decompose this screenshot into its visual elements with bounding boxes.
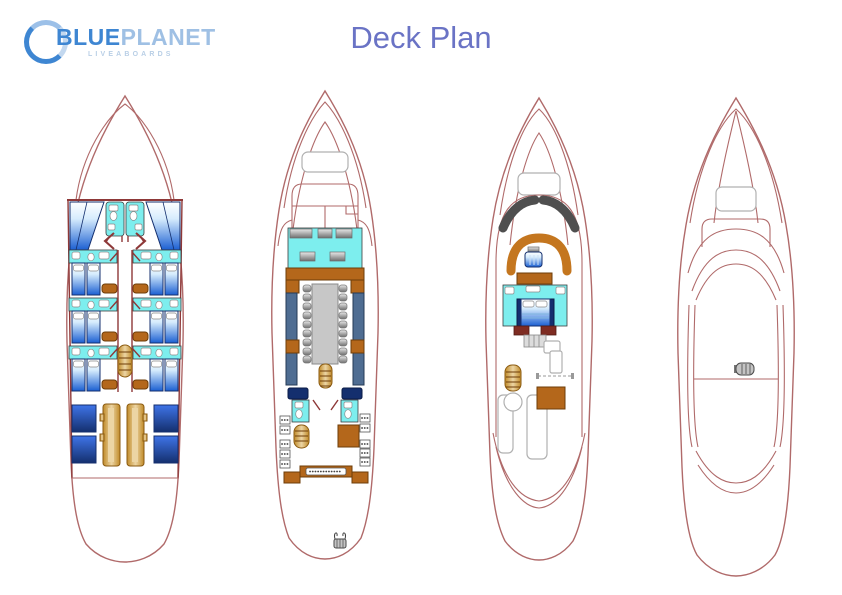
- bow-inner-lines: [283, 101, 367, 239]
- bridge-aft-deck: [497, 364, 574, 460]
- windshield-left: [498, 195, 540, 233]
- logo-tagline: LIVEABOARDS: [88, 51, 174, 58]
- lower-deck-plan: [66, 94, 184, 563]
- dining-saloon: [285, 279, 365, 389]
- galley-counter: [285, 267, 365, 281]
- galley: [285, 227, 365, 281]
- staircase-icon: [117, 344, 133, 378]
- bow-hatch: [715, 186, 757, 212]
- dive-bench: [283, 465, 369, 484]
- bow-hatch: [301, 151, 349, 173]
- logo-ring-icon: [24, 20, 68, 64]
- captain-chair: [524, 246, 543, 268]
- superstructure-outline: [495, 194, 583, 437]
- engine-icon: [99, 403, 121, 467]
- hull-outline: [485, 96, 593, 561]
- wheelhouse-cabin: [502, 284, 568, 348]
- bow-inner-lines: [689, 108, 783, 224]
- page-title: Deck Plan: [350, 20, 492, 55]
- logo: BLUEPLANET LIVEABOARDS: [24, 14, 216, 70]
- dining-table: [311, 283, 339, 365]
- stairwell-icon: [734, 362, 755, 376]
- sunpad: [536, 386, 566, 410]
- forward-bathrooms: [105, 201, 145, 243]
- stern-ladder-icon: [333, 532, 347, 549]
- sundeck-front-arcs: [687, 218, 785, 301]
- sun-deck-plan: [677, 96, 795, 577]
- side-bench: [352, 292, 365, 386]
- aft-deck: [279, 387, 371, 549]
- door-chevrons: [103, 232, 147, 250]
- bow-hatch: [517, 172, 561, 196]
- logo-word-planet: PLANET: [120, 24, 216, 50]
- side-rails: [687, 304, 785, 448]
- helm-arch: [506, 233, 572, 276]
- bow-inner-lines: [499, 108, 579, 246]
- windshield-right: [538, 195, 580, 233]
- deck-table: [503, 392, 523, 412]
- staircase-icon: [504, 364, 522, 392]
- deck-edge-curves: [492, 432, 586, 509]
- side-bench: [285, 292, 298, 386]
- main-deck-plan: [271, 89, 379, 560]
- bow-inner-line: [75, 103, 175, 201]
- engine-icon: [126, 403, 148, 467]
- staircase-icon: [318, 363, 333, 389]
- logo-word-blue: BLUE: [56, 24, 121, 50]
- hull-outline: [677, 96, 795, 577]
- staircase-icon: [293, 424, 310, 449]
- side-walls: [67, 199, 183, 479]
- camera-table: [337, 424, 360, 448]
- logo-wordmark: BLUEPLANET LIVEABOARDS: [56, 24, 216, 59]
- tank-racks: [279, 413, 371, 469]
- stern-curves: [695, 450, 777, 494]
- wheelhouse-front: [277, 183, 373, 247]
- helm-console: [516, 272, 553, 285]
- bridge-deck-plan: [485, 96, 593, 561]
- engine-room: [71, 403, 179, 467]
